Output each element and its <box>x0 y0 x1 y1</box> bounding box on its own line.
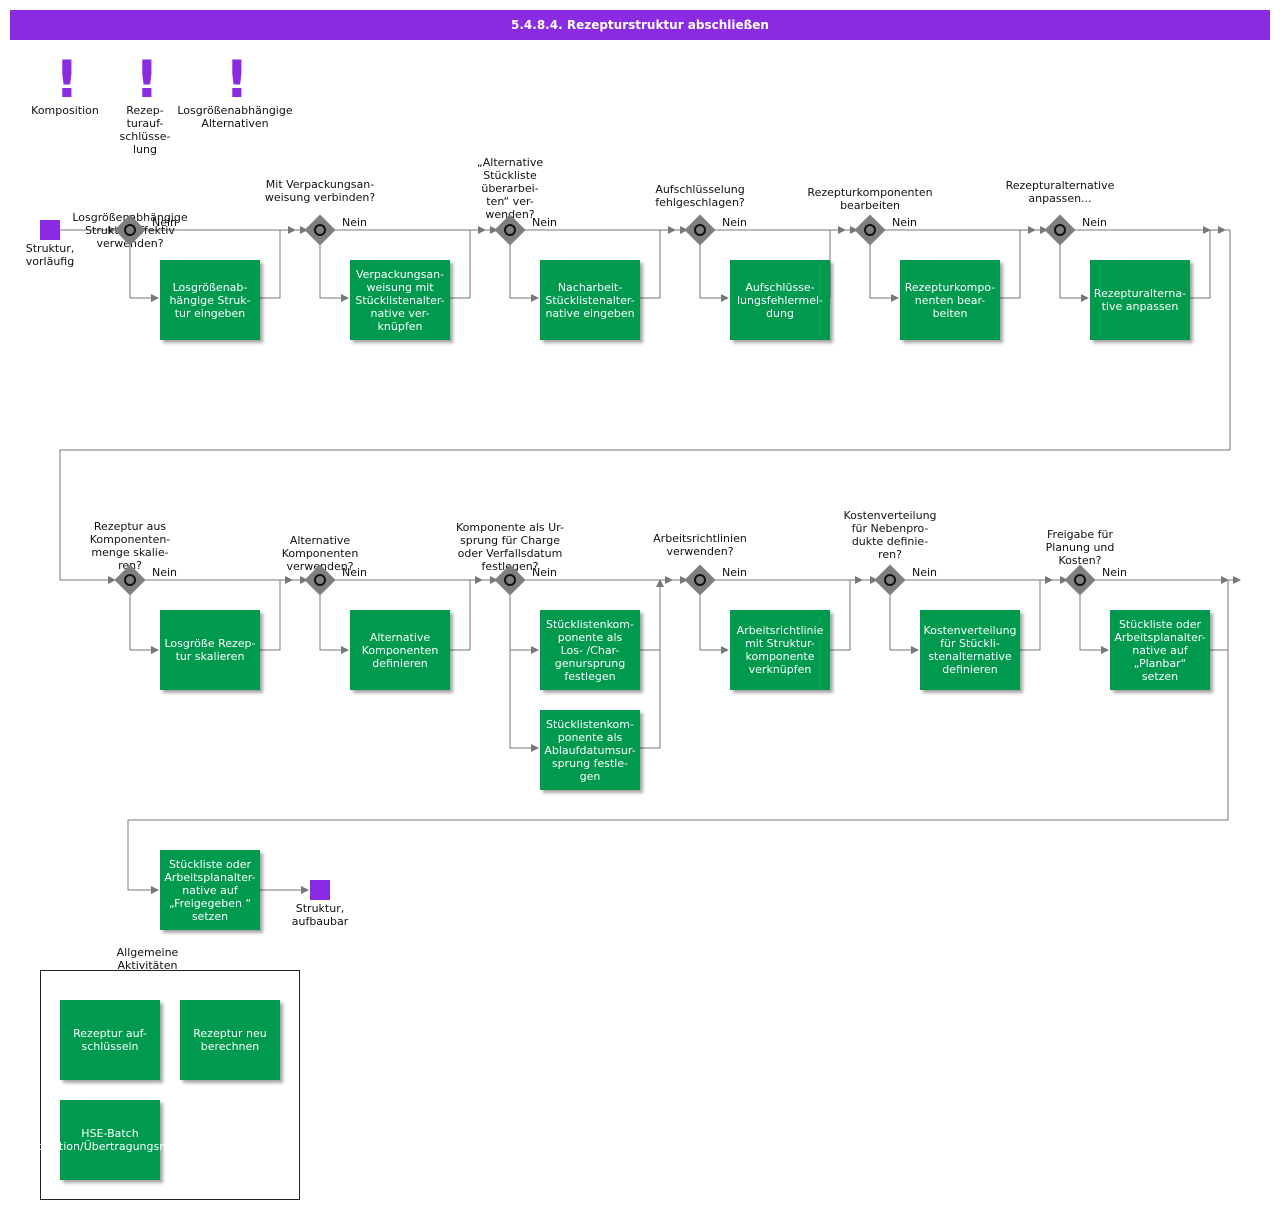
flow-connector <box>1020 576 1053 651</box>
flow-connector <box>1190 226 1226 299</box>
flow-connector <box>450 576 483 651</box>
task-box[interactable]: Rezepturkompo-nenten bear-beiten <box>900 260 1000 340</box>
gateway-no-label: Nein <box>912 566 938 579</box>
flow-connector <box>1000 226 1036 299</box>
flow-connector <box>450 226 486 299</box>
gateway-circle-icon <box>694 224 706 236</box>
general-activity-task[interactable]: Rezeptur auf-schlüsseln <box>60 1000 160 1080</box>
gateway-no-label: Nein <box>152 566 178 579</box>
gateway-circle-icon <box>1074 574 1086 586</box>
flow-connector <box>699 241 729 302</box>
task-box[interactable]: Rezepturalterna-tive anpassen <box>1090 260 1190 340</box>
start-event-icon[interactable] <box>40 220 60 240</box>
end-event-label: Struktur,aufbaubar <box>291 902 349 928</box>
flow-connector <box>319 241 349 302</box>
task-box[interactable]: Losgröße Rezep-tur skalieren <box>160 610 260 690</box>
flow-connector <box>260 226 296 299</box>
flow-connector <box>1210 576 1241 651</box>
requirement-label: Komposition <box>31 104 99 117</box>
gateway-circle-icon <box>694 574 706 586</box>
gateway-circle-icon <box>864 224 876 236</box>
gateway-no-label: Nein <box>722 566 748 579</box>
gateway-circle-icon <box>314 224 326 236</box>
gateway-no-label: Nein <box>532 566 558 579</box>
flow-connector <box>640 226 676 299</box>
gateway-circle-icon <box>124 224 136 236</box>
flow-connector <box>509 241 539 302</box>
flow-connector <box>830 576 863 651</box>
end-event-icon[interactable] <box>310 880 330 900</box>
task-box[interactable]: Losgrößenab-hängige Struk-tur eingeben <box>160 260 260 340</box>
task-box[interactable]: Aufschlüsse-lungsfehlermel-dung <box>730 260 830 340</box>
flow-connector <box>889 591 919 654</box>
exclamation-icon: ! <box>225 50 249 110</box>
gateway-circle-icon <box>124 574 136 586</box>
flow-connector <box>699 591 729 654</box>
gateway-no-label: Nein <box>1082 216 1108 229</box>
start-event-label: Struktur,vorläufig <box>25 242 75 268</box>
flow-connector <box>129 241 159 302</box>
flow-connector <box>509 650 539 752</box>
general-activities-group <box>40 970 300 1200</box>
flow-connector <box>129 591 159 654</box>
gateway-circle-icon <box>314 574 326 586</box>
gateway-no-label: Nein <box>722 216 748 229</box>
gateway-circle-icon <box>1054 224 1066 236</box>
diagram-title: 5.4.8.4. Rezepturstruktur abschließen <box>10 10 1270 40</box>
gateway-no-label: Nein <box>892 216 918 229</box>
gateway-circle-icon <box>504 574 516 586</box>
task-box[interactable]: Nacharbeit-Stücklistenalter-native einge… <box>540 260 640 340</box>
flow-connector <box>869 241 899 302</box>
gateway-circle-icon <box>884 574 896 586</box>
flow-connector <box>260 576 293 651</box>
gateway-no-label: Nein <box>152 216 178 229</box>
flow-connector <box>829 226 846 298</box>
flow-connector <box>319 591 349 654</box>
gateway-no-label: Nein <box>1102 566 1128 579</box>
gateway-no-label: Nein <box>342 566 368 579</box>
gateway-no-label: Nein <box>342 216 368 229</box>
flow-connector <box>509 591 539 654</box>
exclamation-icon: ! <box>135 50 159 110</box>
flow-connector <box>1079 591 1109 654</box>
gateway-question-label: Mit Verpackungsan-weisung verbinden? <box>264 178 376 204</box>
requirement-label: Rezep-turauf-schlüsse-lung <box>119 104 171 156</box>
flow-connector <box>1059 241 1089 302</box>
gateway-no-label: Nein <box>532 216 558 229</box>
flow-connector <box>127 580 1229 894</box>
exclamation-icon: ! <box>55 50 79 110</box>
flow-connector <box>640 576 673 651</box>
flow-connector <box>640 579 664 749</box>
flow-connector <box>59 229 1231 584</box>
gateway-circle-icon <box>504 224 516 236</box>
